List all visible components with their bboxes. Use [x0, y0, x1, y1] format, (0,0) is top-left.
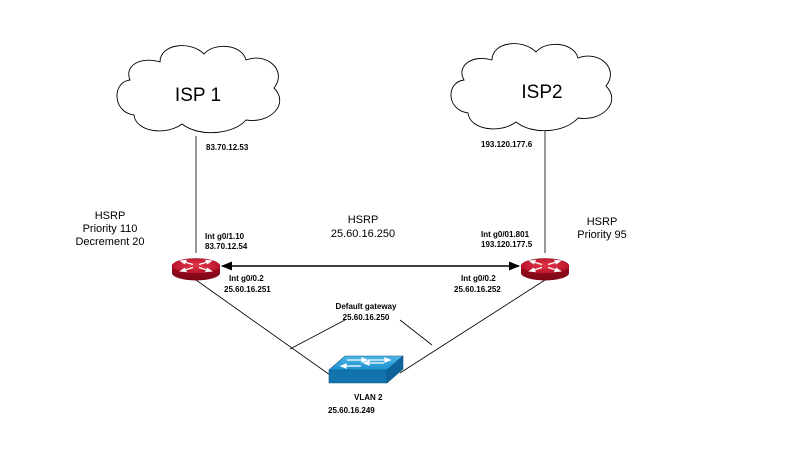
router1-switch-link — [195, 279, 331, 376]
switch-icon — [328, 355, 404, 384]
router2-hsrp-title: HSRP — [587, 216, 618, 228]
router1-lan-iface: Int g0/0.2 — [229, 274, 264, 283]
switch-ip: 25.60.16.249 — [328, 406, 375, 415]
hsrp-virtual-ip: 25.60.16.250 — [331, 228, 395, 240]
switch-vlan: VLAN 2 — [354, 393, 383, 402]
isp1-ip: 83.70.12.53 — [206, 143, 249, 152]
router2-wan-ip: 193.120.177.5 — [481, 240, 533, 249]
isp1-cloud-icon — [116, 45, 281, 134]
router2-lan-ip: 25.60.16.252 — [454, 285, 501, 294]
gateway-ip: 25.60.16.250 — [343, 313, 390, 322]
router1-wan-ip: 83.70.12.54 — [205, 242, 248, 251]
hsrp-link-title: HSRP — [348, 214, 379, 226]
router1-hsrp-decrement: Decrement 20 — [75, 236, 144, 248]
gateway-line-left — [289, 319, 346, 350]
router1-wan-iface: Int g0/1.10 — [205, 232, 245, 241]
router1-lan-ip: 25.60.16.251 — [224, 285, 271, 294]
gateway-line-right — [399, 319, 433, 346]
gateway-title: Default gateway — [336, 302, 397, 311]
isp1-label: ISP 1 — [175, 85, 221, 106]
router1-hsrp-priority: Priority 110 — [83, 223, 138, 235]
router1-hsrp-title: HSRP — [95, 210, 126, 222]
router2-switch-link — [399, 279, 546, 374]
router2-router-icon — [520, 258, 570, 281]
router2-lan-iface: Int g0/0.2 — [461, 274, 496, 283]
router1-router-icon — [171, 258, 221, 281]
router2-hsrp-priority: Priority 95 — [577, 229, 627, 241]
isp2-label: ISP2 — [521, 82, 562, 103]
router2-wan-iface: Int g0/01.801 — [481, 230, 530, 239]
isp2-cloud-icon — [450, 43, 613, 132]
isp2-ip: 193.120.177.6 — [481, 140, 533, 149]
